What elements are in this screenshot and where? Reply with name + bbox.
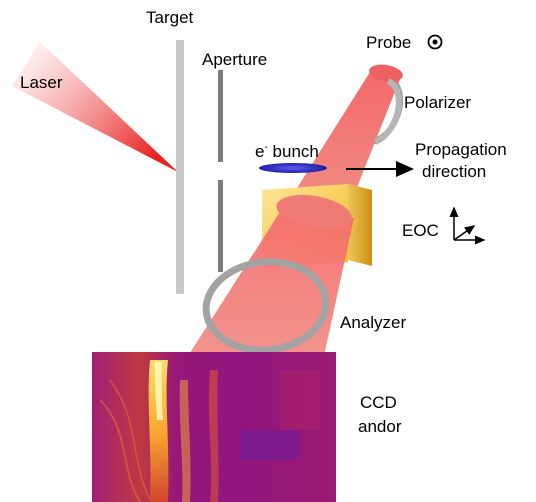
analyzer-ring — [202, 258, 330, 354]
e-bunch-label: e- bunch — [255, 142, 319, 161]
eoc-crystal-side — [348, 184, 372, 266]
probe-label: Probe — [366, 33, 411, 52]
polarizer-ring-front — [373, 78, 402, 145]
eoc-label: EOC — [402, 221, 439, 240]
xyz-axes-icon — [449, 206, 486, 245]
probe-beam-lower — [188, 212, 354, 356]
ccd-label-line1: CCD — [360, 393, 397, 412]
aperture-label: Aperture — [202, 50, 267, 69]
laser-beam — [12, 42, 178, 172]
propagation-label-line1: Propagation — [415, 140, 507, 159]
ccd-image — [92, 352, 336, 502]
propagation-label-line2: direction — [422, 162, 486, 181]
target-label: Target — [146, 8, 194, 27]
polarizer-label: Polarizer — [404, 93, 471, 112]
probe-beam-crystal-exit — [276, 194, 352, 230]
analyzer-label: Analyzer — [340, 313, 406, 332]
out-of-plane-dot-icon — [427, 34, 443, 50]
aperture-upper — [218, 70, 223, 162]
aperture-lower — [218, 180, 223, 272]
target-plate — [176, 40, 184, 294]
ccd-label-line2: andor — [358, 417, 402, 436]
probe-beam-top — [369, 64, 403, 82]
electron-bunch — [259, 163, 327, 173]
laser-label: Laser — [20, 73, 63, 92]
